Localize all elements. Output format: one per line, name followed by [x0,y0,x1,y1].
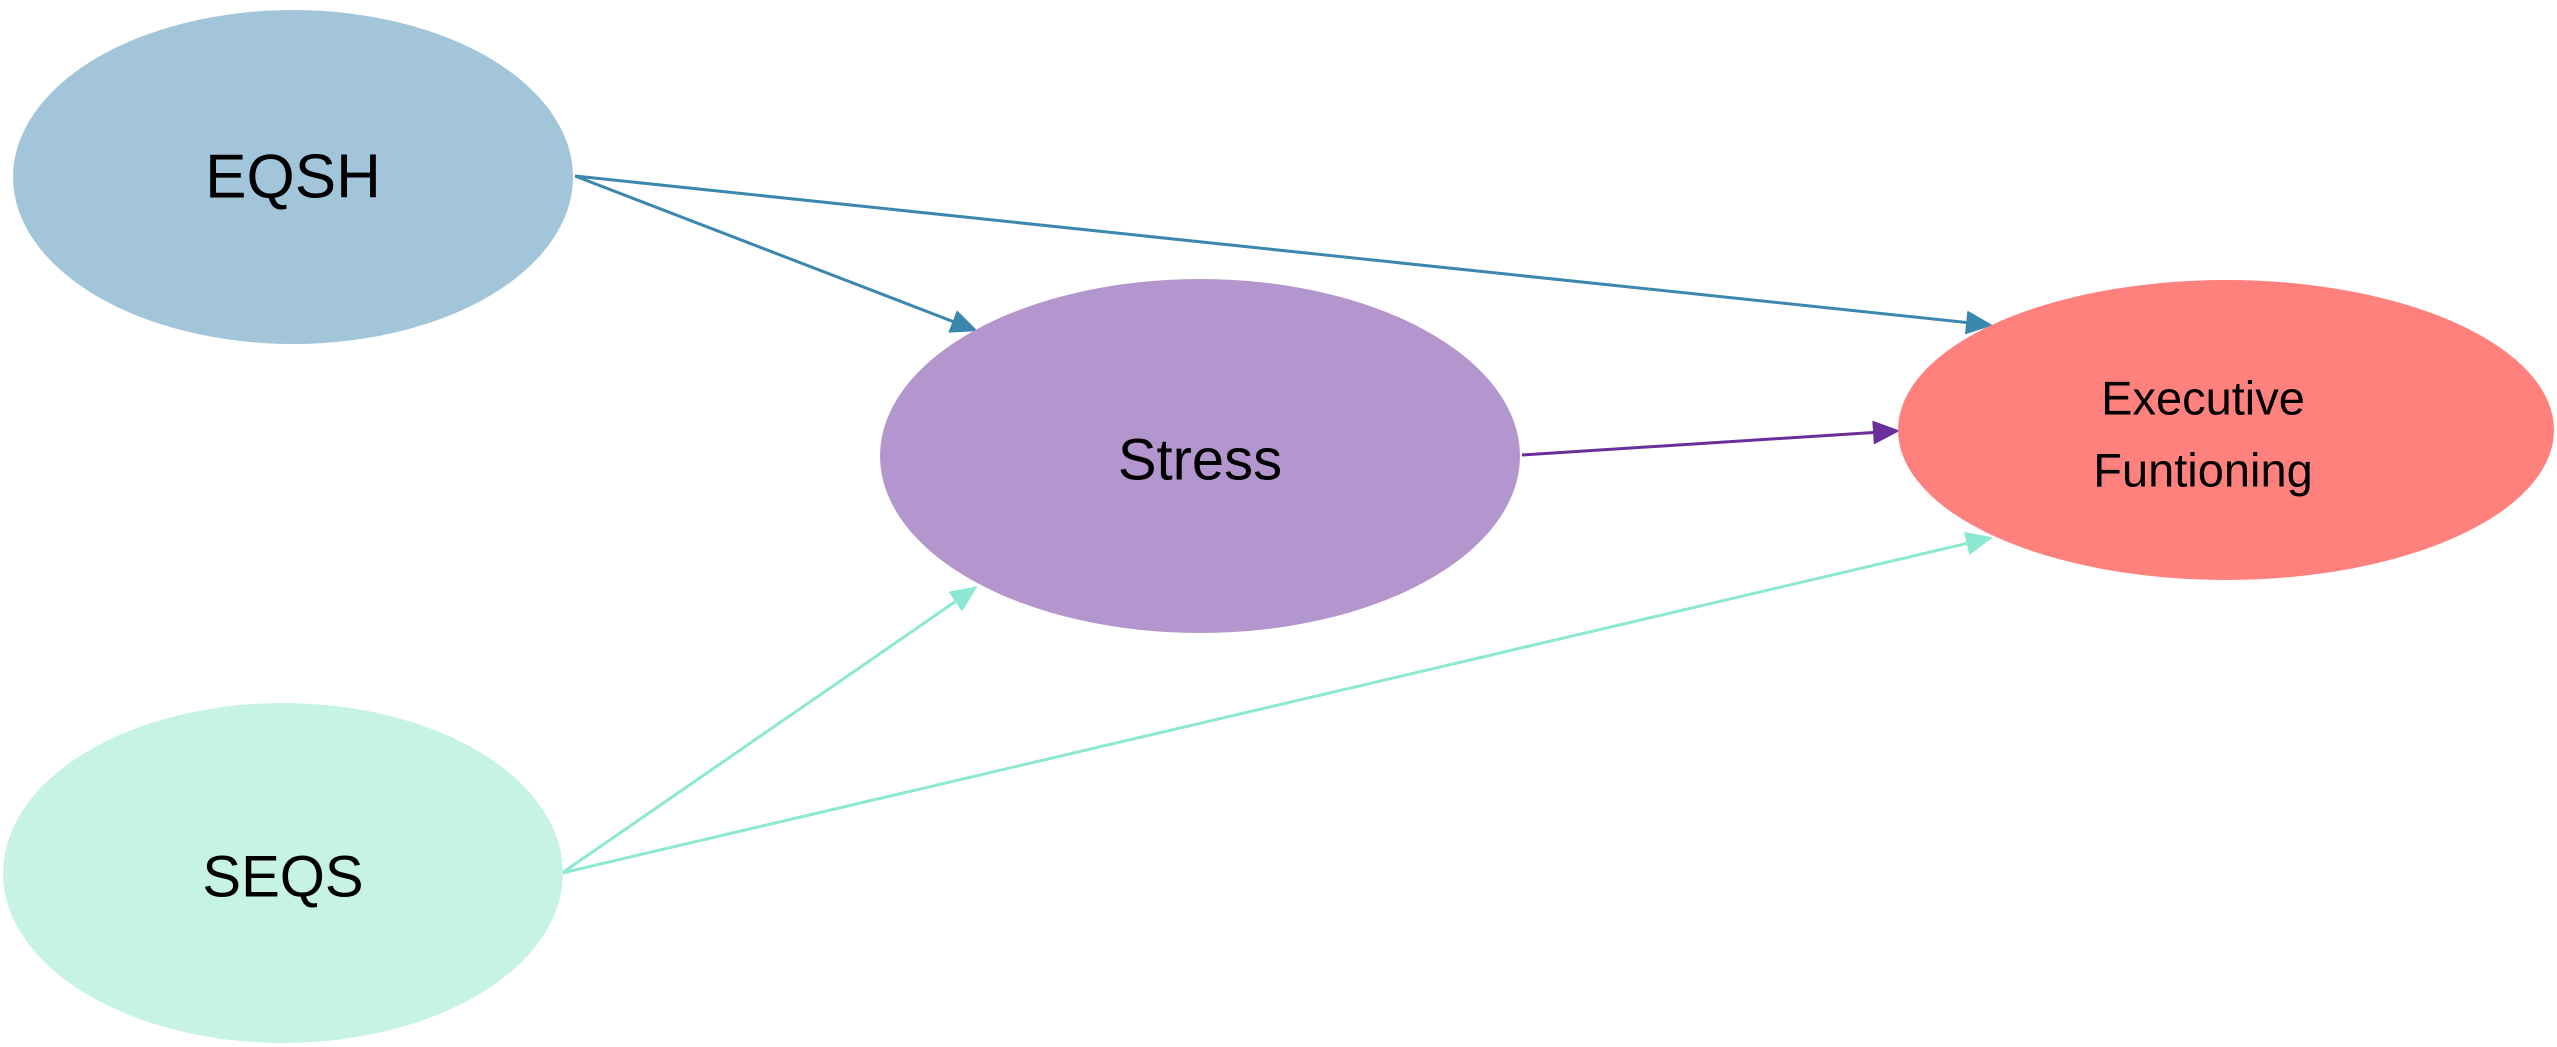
node-seqs-shape [3,703,563,1043]
edge-eqsh-to-stress [574,174,978,333]
node-seqs: SEQS [3,703,563,1043]
node-executive-functioning-shape [1898,280,2554,580]
node-seqs-label: SEQS [202,845,363,910]
node-stress: Stress [880,279,1520,633]
node-eqsh: EQSH [13,10,573,344]
node-executive-functioning-label-line1: Executive [2101,372,2305,425]
node-executive-functioning-label-line2: Funtioning [2093,444,2313,497]
node-eqsh-shape [13,10,573,344]
edge-seqs-to-executive-functioning [561,531,1993,875]
edge-stress-to-executive-functioning [1521,420,1900,457]
node-eqsh-label: EQSH [205,143,381,212]
node-stress-label: Stress [1118,428,1282,493]
node-executive-functioning: Executive Funtioning [1898,280,2554,580]
node-stress-shape [880,279,1520,633]
edge-eqsh-to-executive-functioning [574,174,1993,335]
edge-seqs-to-stress [561,586,978,875]
